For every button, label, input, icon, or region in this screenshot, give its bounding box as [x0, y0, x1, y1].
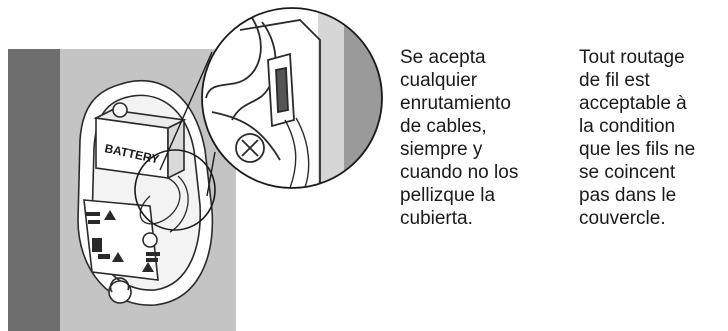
detail-source-circle — [134, 149, 216, 231]
door-edge — [8, 49, 64, 331]
caption-spanish: Se acepta cualquier enrutamiento de cabl… — [400, 47, 519, 229]
turn-knob — [108, 280, 132, 304]
wire-bundle — [139, 177, 181, 225]
detail-zoom-circle — [201, 7, 383, 189]
caption-french: Tout routage de fil est acceptable à la … — [579, 47, 696, 229]
screw-top — [112, 102, 128, 118]
circuit-board — [83, 199, 159, 281]
screw-board — [142, 232, 158, 248]
lock-wiring-illustration: BATTERY — [8, 7, 383, 331]
lock-interior-assembly — [77, 79, 214, 306]
